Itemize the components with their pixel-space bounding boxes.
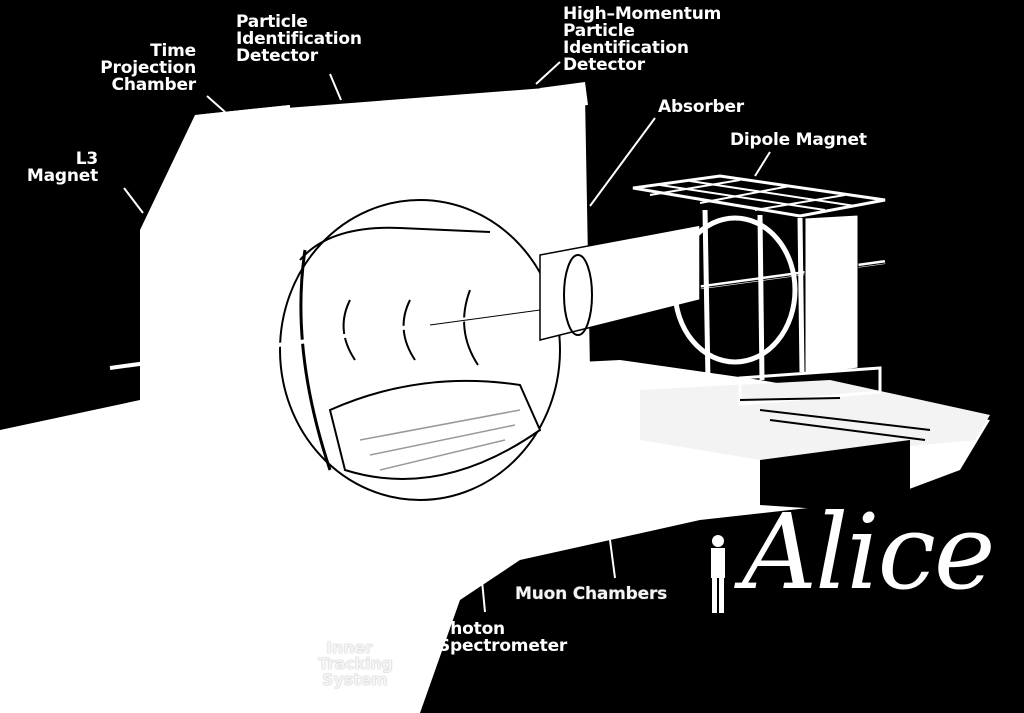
barrel-ring-2 — [342, 299, 356, 361]
barrel-ring-4 — [463, 289, 479, 366]
right-platform — [640, 380, 990, 460]
tpc-arc — [299, 226, 491, 261]
leader-muon — [609, 539, 616, 579]
leader-tpc — [206, 95, 226, 113]
leader-hmpid — [535, 61, 561, 85]
label-line: Muon Chambers — [515, 584, 668, 604]
hmpid-box — [540, 82, 588, 110]
barrel-ring-1 — [299, 249, 332, 471]
absorber-ring — [563, 254, 593, 336]
absorber-body — [539, 224, 701, 341]
label-particle-identification-detector: Particle Identification Detector — [236, 14, 362, 65]
leader-pid — [329, 73, 342, 101]
label-photon-spectrometer: Photon Spectrometer — [438, 621, 567, 655]
muon-rails — [739, 397, 931, 441]
label-line: Inner — [326, 638, 373, 657]
label-line: Identification — [236, 29, 362, 49]
leader-its — [387, 589, 393, 641]
label-muon-chambers: Muon Chambers — [515, 586, 667, 603]
label-inner-tracking-system: Inner Tracking System — [306, 640, 393, 688]
label-line: Absorber — [658, 97, 744, 117]
label-line: Photon — [438, 619, 505, 639]
label-line: Detector — [236, 46, 318, 66]
label-line: Time — [150, 41, 196, 61]
leader-lines — [123, 61, 771, 641]
l3-magnet-front — [140, 105, 290, 520]
label-line: Detector — [563, 55, 645, 75]
label-line: Dipole Magnet — [730, 130, 867, 150]
label-line: Magnet — [26, 166, 98, 186]
dipole-base — [738, 366, 882, 406]
beam-pipe — [109, 260, 886, 370]
barrel-ring-3 — [402, 299, 416, 361]
leader-dipole — [754, 151, 771, 177]
dipole-leg-1 — [702, 209, 711, 381]
label-line: Projection — [100, 58, 196, 78]
person-silhouette — [711, 535, 725, 613]
phos-cradle — [328, 379, 542, 480]
label-line: L3 — [75, 149, 98, 169]
label-high-momentum-pid: High–Momentum Particle Identification De… — [563, 6, 721, 74]
label-line: System — [322, 670, 388, 689]
label-l3-magnet: L3 Magnet — [10, 151, 98, 185]
label-line: Spectrometer — [438, 636, 568, 656]
label-absorber: Absorber — [658, 99, 744, 116]
label-line: Identification — [563, 38, 689, 58]
dipole-side — [804, 214, 859, 376]
leader-photon — [479, 559, 486, 613]
dipole-leg-3 — [797, 217, 805, 373]
leader-l3 — [123, 187, 144, 214]
dipole-leg-2 — [757, 214, 765, 381]
dipole-top-grid — [649, 179, 856, 211]
dipole-top — [632, 174, 886, 218]
dipole-coil — [672, 215, 798, 365]
label-dipole-magnet: Dipole Magnet — [730, 132, 867, 149]
label-time-projection-chamber: Time Projection Chamber — [84, 43, 196, 94]
phos-detail — [359, 409, 521, 471]
platform-shadow — [760, 440, 910, 515]
label-line: Chamber — [111, 75, 197, 95]
label-line: Particle — [563, 21, 635, 41]
leader-absorber — [589, 117, 656, 207]
alice-logo: Alice — [742, 491, 995, 613]
label-line: Tracking — [318, 654, 393, 673]
label-line: High–Momentum — [563, 4, 722, 24]
label-line: Particle — [236, 12, 308, 32]
